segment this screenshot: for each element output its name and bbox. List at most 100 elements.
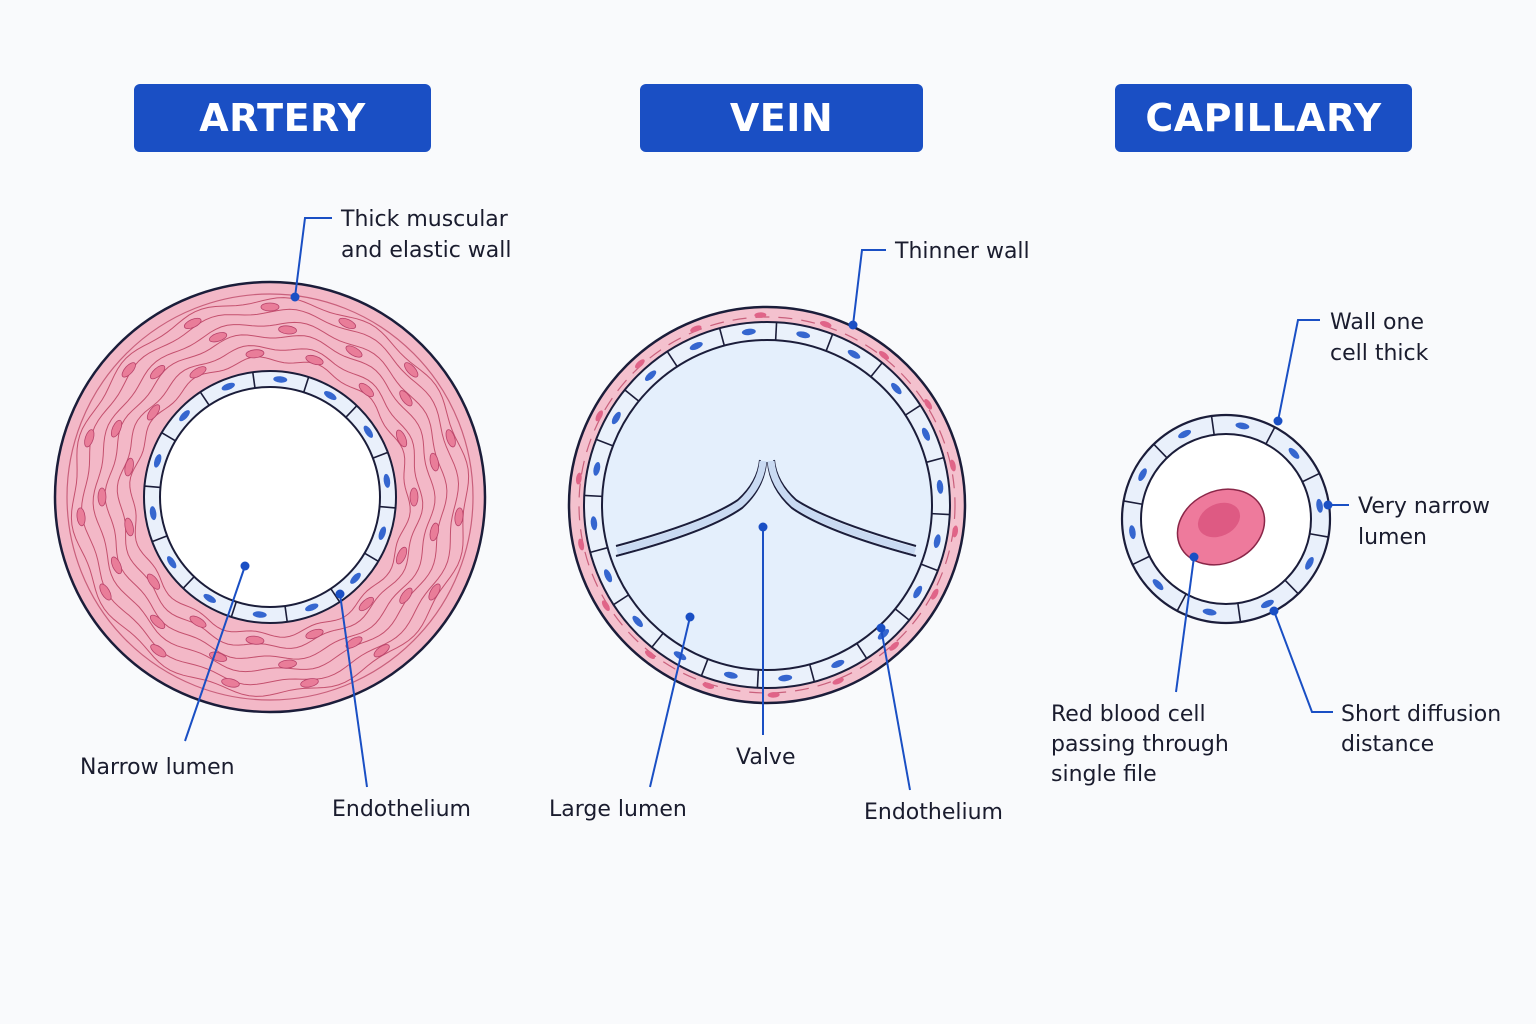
- cell-boundary: [284, 605, 289, 622]
- endothelial-nucleus: [921, 427, 931, 441]
- artery-lumen-label: Narrow lumen: [80, 755, 235, 780]
- capillary-lumen-label-1: Very narrow: [1358, 494, 1490, 519]
- cell-boundary: [756, 669, 760, 688]
- cell-boundary: [372, 451, 389, 459]
- artery-wall-label-1: Thick muscular: [340, 207, 509, 232]
- smooth-muscle-nucleus: [601, 600, 610, 611]
- smooth-muscle-nucleus: [428, 583, 441, 601]
- cell-boundary: [590, 546, 608, 554]
- capillary-endothelial-cells: [1123, 415, 1329, 623]
- smooth-muscle-nucleus: [278, 659, 297, 669]
- cell-boundary: [1302, 472, 1320, 483]
- smooth-muscle-nucleus: [575, 472, 582, 485]
- smooth-muscle-nucleus: [305, 354, 324, 366]
- smooth-muscle-nucleus: [409, 487, 419, 507]
- endothelial-nucleus: [603, 569, 613, 583]
- endothelial-nucleus: [1288, 447, 1300, 459]
- smooth-muscle-nucleus: [76, 507, 86, 527]
- capillary-cross-section: [1120, 413, 1332, 625]
- rbc-label-2: passing through: [1051, 732, 1229, 757]
- cell-boundary: [151, 535, 168, 543]
- cell-boundary: [230, 601, 238, 618]
- artery-cross-section: [53, 280, 487, 714]
- cell-boundary: [182, 576, 195, 589]
- smooth-muscle-nucleus: [245, 635, 265, 645]
- muscle-fiber-line: [80, 308, 460, 686]
- smooth-muscle-nucleus: [767, 692, 780, 698]
- endothelial-nucleus: [221, 382, 235, 391]
- smooth-muscle-nucleus: [595, 410, 603, 422]
- smooth-muscle-nucleus: [146, 573, 161, 590]
- cell-boundary: [379, 505, 396, 509]
- vein-valve-label: Valve: [736, 745, 796, 770]
- smooth-muscle-nucleus: [578, 538, 585, 551]
- diffusion-label-2: distance: [1341, 732, 1434, 757]
- endothelial-nucleus: [689, 341, 703, 351]
- endothelial-nucleus: [363, 425, 374, 438]
- endothelial-nucleus: [593, 461, 601, 476]
- diffusion-label-1: Short diffusion: [1341, 702, 1501, 727]
- endothelial-nucleus: [936, 479, 944, 494]
- rbc-label-3: single file: [1051, 762, 1157, 787]
- cell-boundary: [931, 512, 950, 516]
- smooth-muscle-nucleus: [395, 429, 408, 448]
- cell-boundary: [595, 438, 614, 447]
- smooth-muscle-nucleus: [445, 429, 456, 448]
- endothelial-nucleus: [632, 615, 643, 628]
- smooth-muscle-nucleus: [99, 583, 112, 601]
- endothelial-nucleus: [1235, 422, 1250, 430]
- cell-boundary: [1210, 415, 1215, 435]
- endothelial-nucleus: [252, 611, 267, 618]
- endothelial-nucleus: [778, 674, 793, 682]
- smooth-muscle-nucleus: [399, 587, 413, 604]
- smooth-muscle-nucleus: [358, 596, 374, 612]
- cell-boundary: [718, 328, 726, 346]
- smooth-muscle-nucleus: [189, 366, 207, 379]
- smooth-muscle-nucleus: [690, 325, 702, 333]
- muscle-fiber-line: [70, 297, 470, 697]
- endothelial-nucleus: [933, 534, 941, 549]
- cell-boundary: [774, 322, 778, 341]
- smooth-muscle-nucleus: [702, 682, 715, 689]
- cell-boundary: [330, 588, 341, 603]
- smooth-muscle-nucleus: [209, 332, 228, 343]
- endothelial-nucleus: [644, 370, 657, 381]
- vein-cross-section: [567, 305, 967, 705]
- leader-lines: [184, 217, 1349, 791]
- endothelial-nucleus: [166, 556, 177, 569]
- rbc-label-1: Red blood cell: [1051, 702, 1206, 727]
- cell-boundary: [1265, 426, 1276, 445]
- cell-boundary: [808, 664, 816, 682]
- artery-title: ARTERY: [134, 84, 431, 152]
- smooth-muscle-nucleus: [952, 525, 959, 538]
- artery-wall-label-2: and elastic wall: [341, 238, 512, 263]
- smooth-muscle-nucleus: [819, 321, 832, 328]
- cell-boundary: [700, 658, 709, 677]
- cell-boundary: [856, 642, 868, 659]
- cell-boundary: [144, 485, 161, 489]
- smooth-muscle-nucleus: [338, 317, 357, 329]
- smooth-muscle-nucleus: [221, 678, 240, 688]
- cell-boundary: [926, 456, 944, 464]
- smooth-muscle-nucleus: [832, 677, 844, 685]
- smooth-muscle-nucleus: [300, 678, 319, 688]
- capillary-wall-label-1: Wall one: [1330, 310, 1424, 335]
- cell-boundary: [161, 431, 176, 442]
- smooth-muscle-nucleus: [404, 362, 419, 378]
- endothelial-nucleus: [796, 331, 811, 339]
- vein-wall-nuclei: [575, 312, 959, 698]
- smooth-muscle-nucleus: [97, 487, 107, 507]
- artery-muscle-nuclei: [76, 302, 464, 688]
- endothelial-nucleus: [350, 572, 361, 584]
- smooth-muscle-nucleus: [146, 404, 161, 421]
- smooth-muscle-nucleus: [429, 522, 440, 542]
- endothelial-nucleus: [1138, 468, 1147, 481]
- endothelial-nucleus: [847, 349, 861, 359]
- endothelial-nucleus: [741, 328, 756, 336]
- smooth-muscle-nucleus: [358, 382, 374, 398]
- cell-boundary: [1237, 603, 1242, 623]
- cell-boundary: [364, 552, 379, 563]
- smooth-muscle-nucleus: [931, 588, 939, 600]
- smooth-muscle-nucleus: [110, 419, 123, 438]
